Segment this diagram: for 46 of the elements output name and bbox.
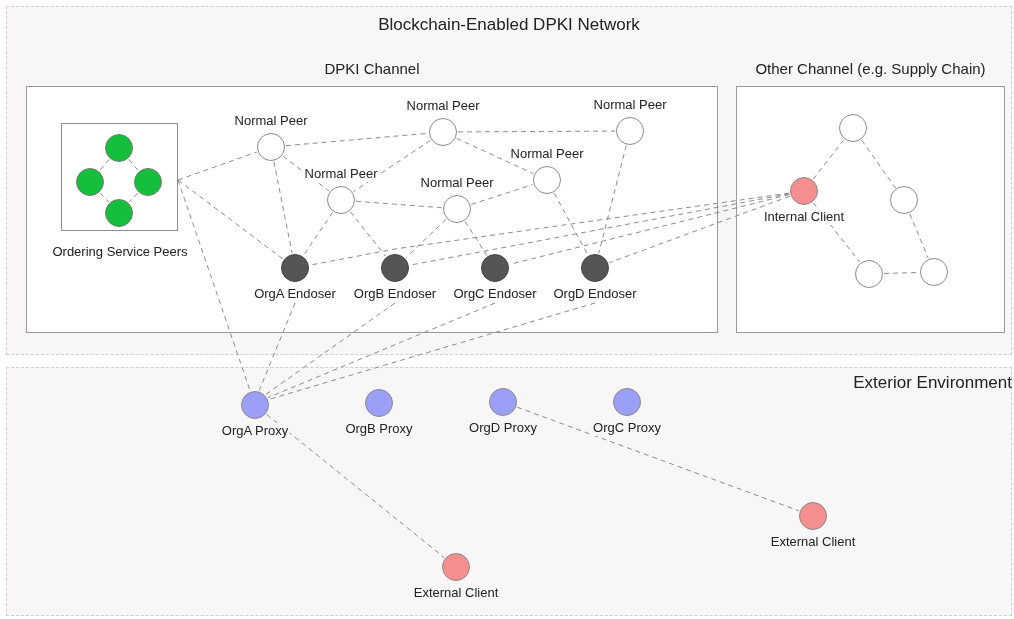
node-label: OrgB Endoser — [351, 286, 439, 302]
node-label: OrgD Proxy — [467, 420, 539, 436]
node-label: OrgC Endoser — [451, 286, 539, 302]
dashed-connector — [177, 179, 284, 260]
node-label: OrgA Endoser — [252, 286, 338, 302]
dashed-connector — [268, 302, 596, 400]
dashed-connector — [99, 158, 110, 172]
dashed-connector — [812, 139, 845, 180]
dashed-connector — [553, 192, 589, 256]
dashed-connector — [282, 155, 330, 192]
dashed-connector — [128, 158, 139, 172]
dashed-connector — [516, 406, 800, 512]
dashed-connector — [177, 179, 251, 392]
dashed-connector — [128, 192, 139, 203]
channel-title: DPKI Channel — [323, 60, 421, 77]
dashed-connector — [267, 302, 496, 399]
node-label: Normal Peer — [302, 166, 380, 182]
dashed-connector — [177, 151, 258, 181]
node-label: OrgC Proxy — [591, 420, 663, 436]
dashed-connector — [470, 184, 534, 205]
node-label: OrgD Endoser — [551, 286, 639, 302]
dashed-connector — [405, 218, 447, 259]
dashed-connector — [309, 192, 790, 266]
dashed-connector — [302, 211, 334, 257]
dashed-connector — [598, 145, 627, 254]
region-title: Blockchain-Enabled DPKI Network — [377, 15, 641, 35]
channel-title: Other Channel (e.g. Supply Chain) — [754, 60, 987, 77]
node-label: OrgA Proxy — [219, 423, 291, 439]
dashed-connector — [608, 195, 791, 264]
dashed-connector — [355, 200, 443, 209]
dashed-connector — [353, 139, 431, 193]
node-label: Ordering Service Peers — [51, 244, 189, 259]
dashed-connector — [266, 413, 445, 559]
dashed-connector — [861, 139, 896, 189]
dashed-connector — [258, 302, 296, 392]
region-title: Exterior Environment — [853, 373, 1012, 393]
node-label: OrgB Proxy — [343, 421, 415, 437]
dashed-connector — [456, 137, 534, 175]
dashed-connector — [457, 130, 616, 133]
dashed-connector — [812, 202, 861, 263]
dashed-connector — [273, 161, 293, 254]
dashed-connector — [99, 192, 110, 203]
dashed-connector — [464, 221, 488, 256]
dashed-connector — [909, 213, 929, 259]
dashed-connector — [265, 302, 396, 395]
dashed-connector — [349, 211, 387, 257]
